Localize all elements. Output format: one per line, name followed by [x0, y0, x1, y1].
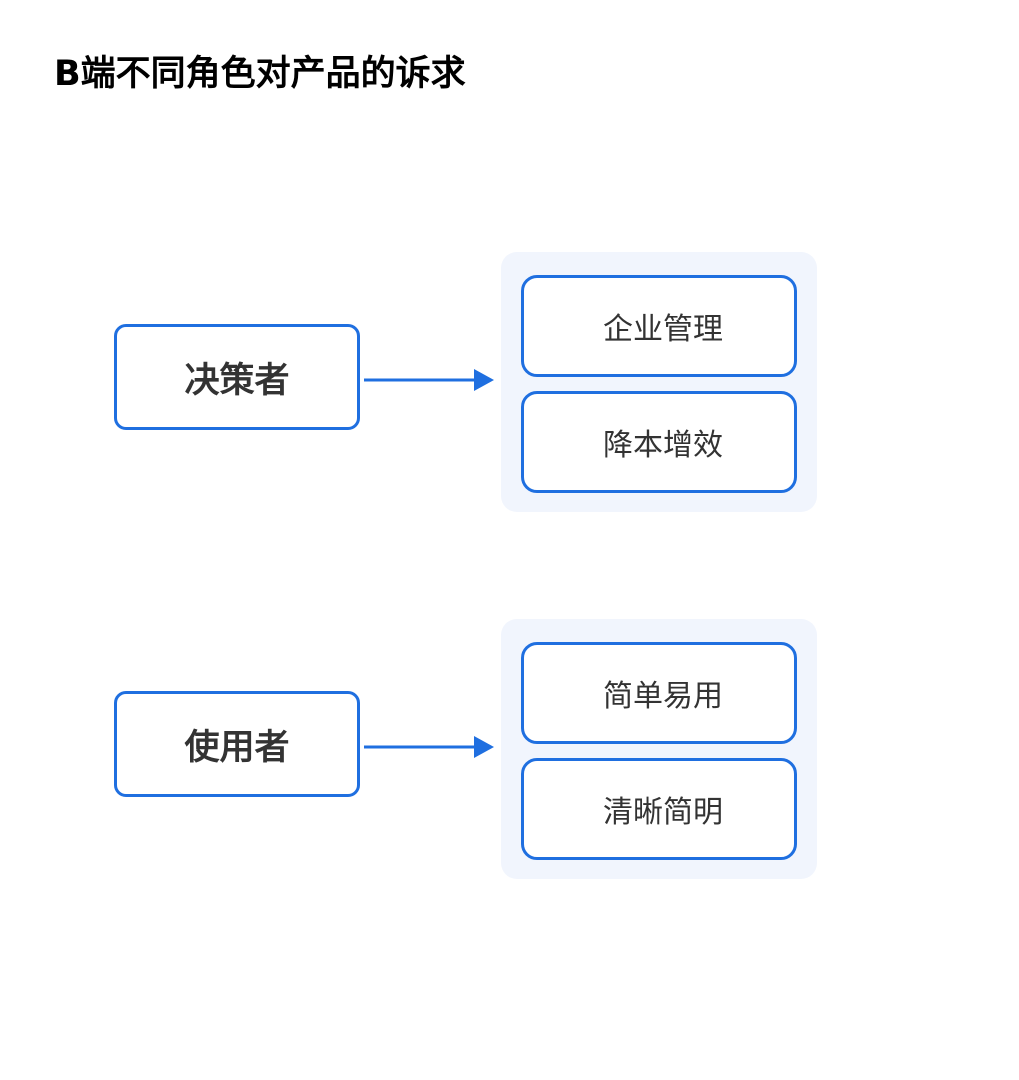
- needs-panel: 企业管理 降本增效: [501, 252, 817, 512]
- role-box-user: 使用者: [114, 691, 360, 797]
- role-group-decision-maker: 决策者 企业管理 降本增效: [0, 252, 1019, 512]
- needs-panel: 简单易用 清晰简明: [501, 619, 817, 879]
- role-group-user: 使用者 简单易用 清晰简明: [0, 619, 1019, 879]
- need-box: 企业管理: [521, 275, 797, 377]
- page-title: B端不同角色对产品的诉求: [54, 54, 466, 94]
- need-label: 清晰简明: [603, 795, 723, 830]
- arrow-connector: [364, 369, 494, 391]
- need-box: 清晰简明: [521, 758, 797, 860]
- need-label: 降本增效: [603, 428, 723, 463]
- arrow-connector: [364, 736, 494, 758]
- need-label: 企业管理: [603, 312, 723, 347]
- need-box: 降本增效: [521, 391, 797, 493]
- role-box-decision-maker: 决策者: [114, 324, 360, 430]
- need-box: 简单易用: [521, 642, 797, 744]
- need-label: 简单易用: [603, 679, 723, 714]
